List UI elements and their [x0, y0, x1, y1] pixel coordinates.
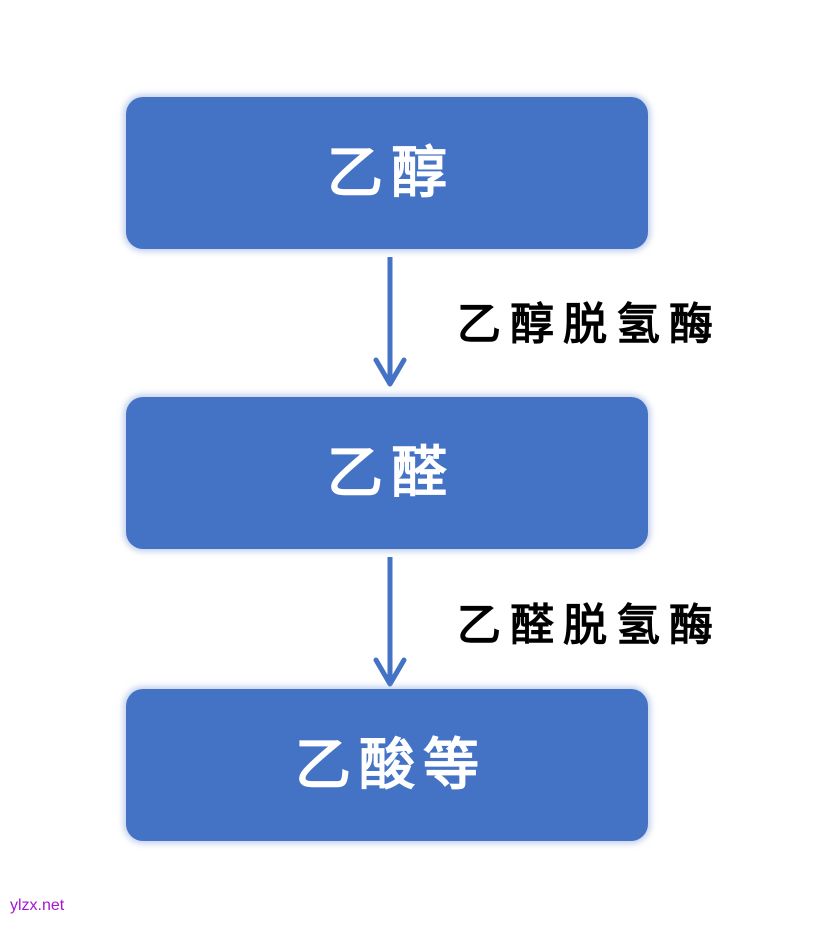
watermark-link[interactable]: ylzx.net	[10, 897, 65, 914]
node-ethanol-label: 乙醇	[327, 141, 455, 204]
node-acetaldehyde-label: 乙醛	[327, 441, 455, 504]
edge-label-aldehyde-dehydrogenase: 乙醛脱氢酶	[457, 601, 722, 650]
node-acetic-acid-etc-label: 乙酸等	[295, 733, 487, 796]
arrow-down-icon	[373, 557, 407, 687]
edge-label-alcohol-dehydrogenase: 乙醇脱氢酶	[457, 300, 722, 349]
node-acetic-acid-etc: 乙酸等	[126, 689, 648, 841]
arrow-down-icon	[373, 257, 407, 387]
node-ethanol: 乙醇	[126, 97, 648, 249]
node-acetaldehyde: 乙醛	[126, 397, 648, 549]
